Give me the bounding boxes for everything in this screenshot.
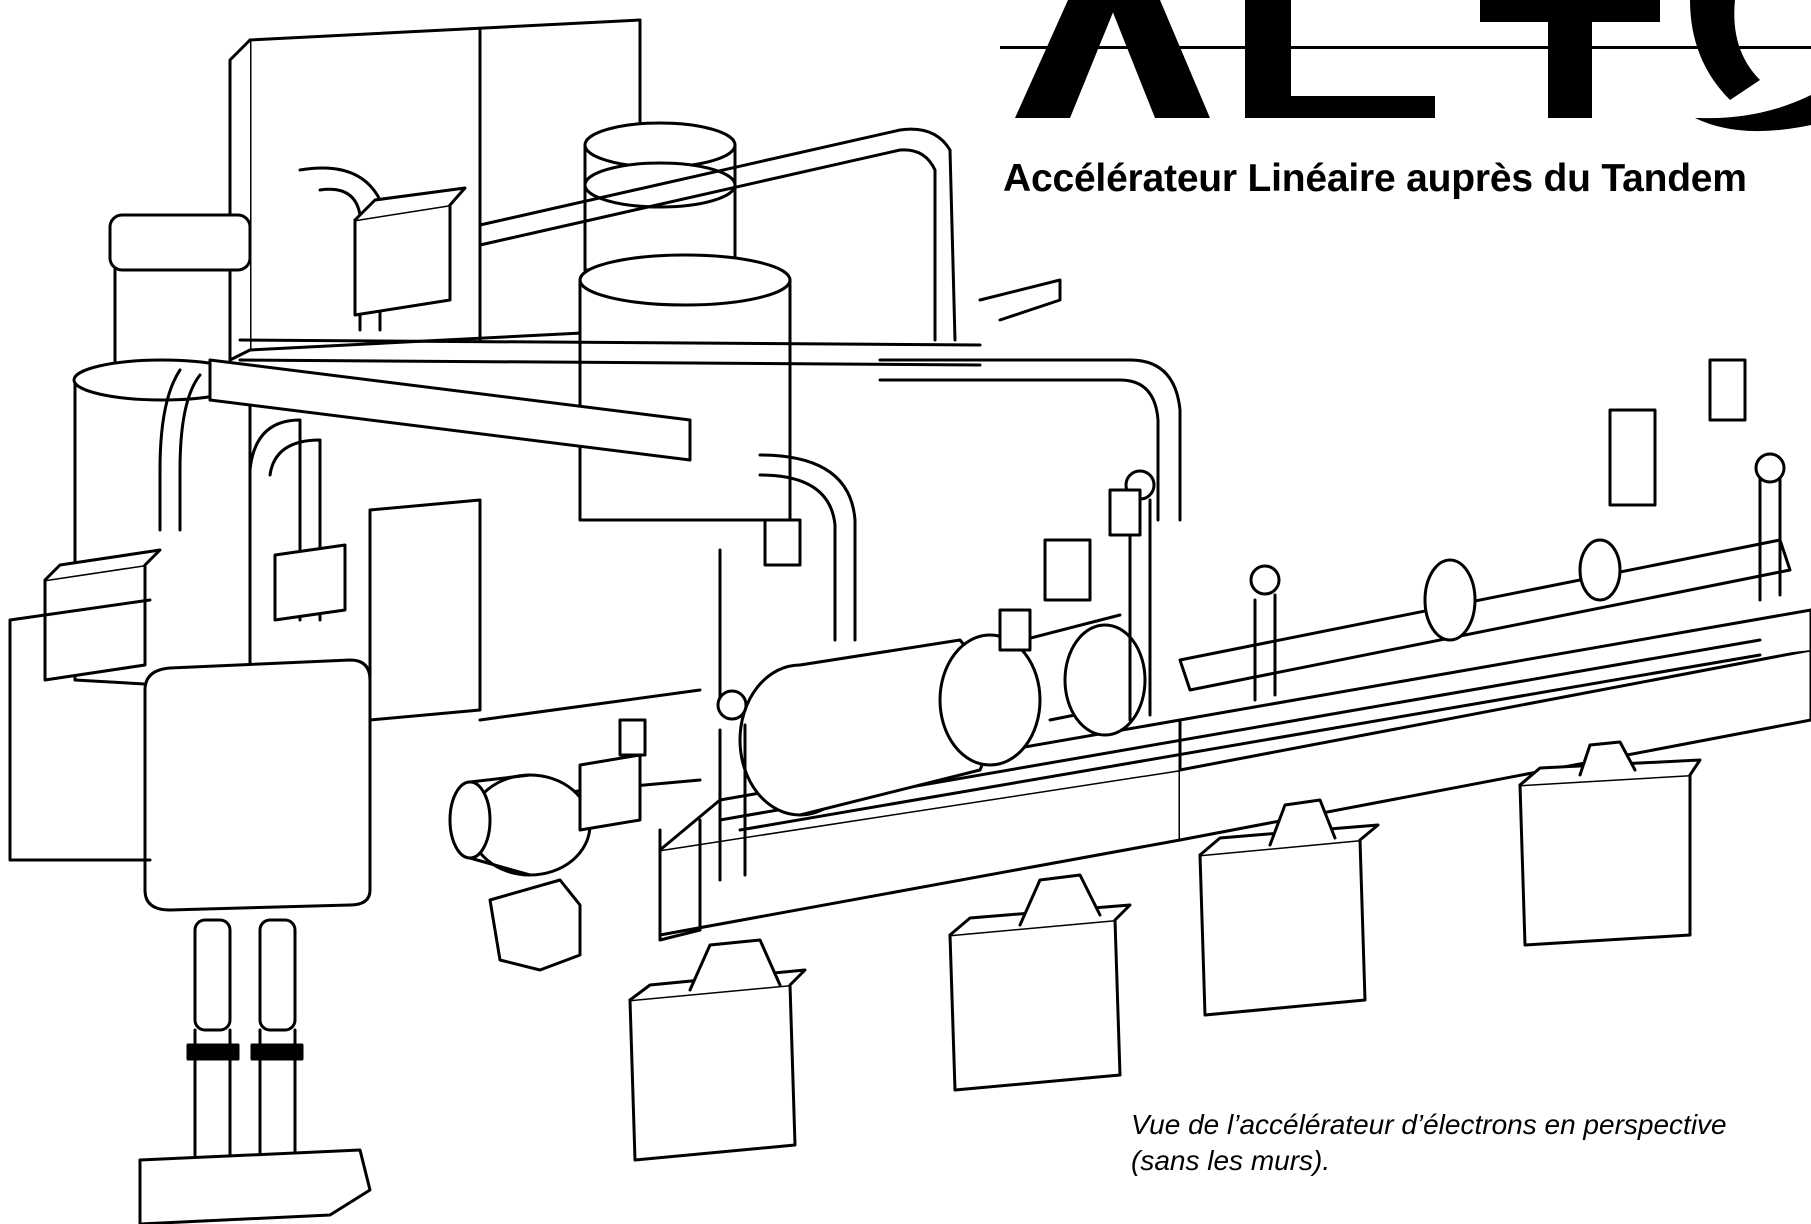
beamline-posts (716, 358, 1786, 882)
pipe-manifold (158, 127, 1182, 642)
beam-line (448, 538, 1792, 877)
junction-boxes (43, 186, 482, 912)
alto-logo (1015, 0, 1811, 132)
page-subtitle: Accélérateur Linéaire auprès du Tandem (1003, 157, 1747, 200)
figure-caption: Vue de l’accélérateur d’électrons en per… (1131, 1107, 1727, 1179)
logo-rule-line (1000, 46, 1811, 49)
central-vessel (578, 121, 792, 522)
caption-line-2: (sans les murs). (1131, 1145, 1331, 1176)
caption-line-1: Vue de l’accélérateur d’électrons en per… (1131, 1109, 1727, 1140)
valves (618, 488, 1142, 757)
electron-gun (488, 753, 702, 972)
left-platform (8, 548, 722, 862)
support-legs (138, 918, 372, 1224)
pedestals (628, 740, 1702, 1162)
